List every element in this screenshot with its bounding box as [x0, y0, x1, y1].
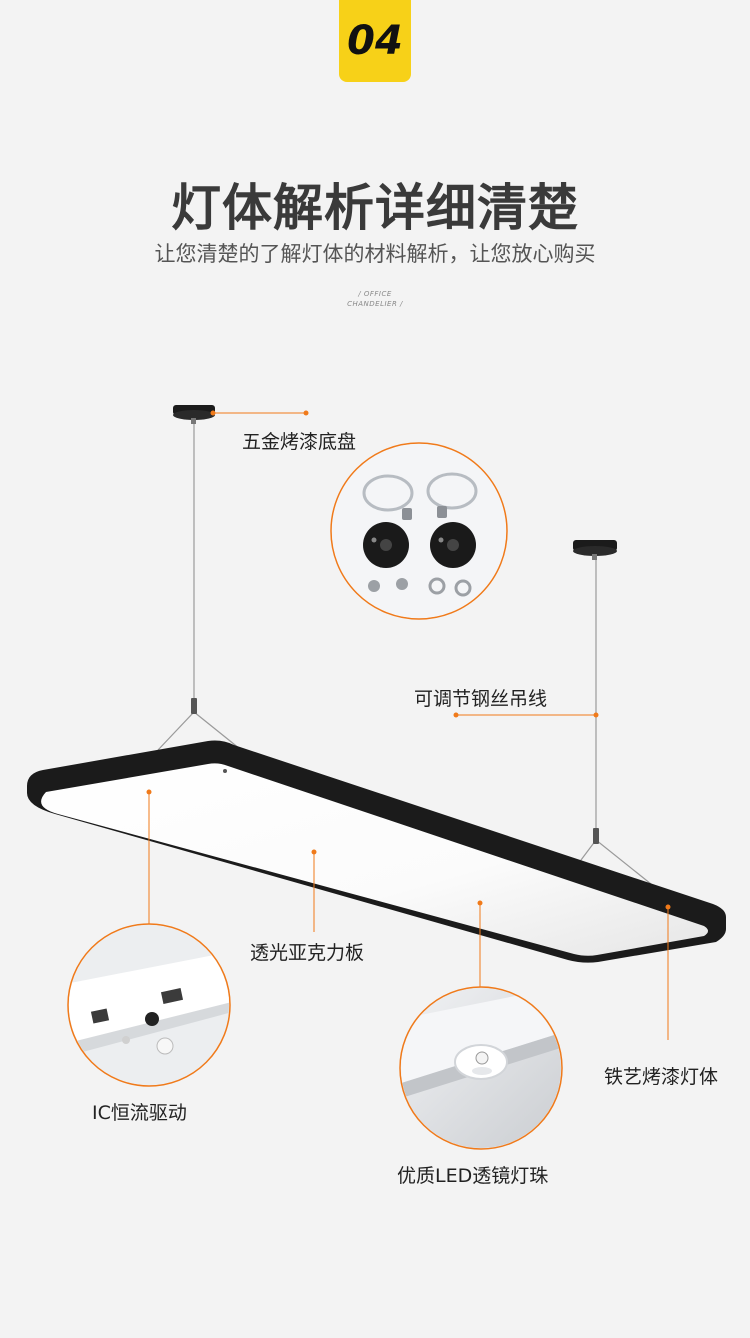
- page-subtitle: 让您清楚的了解灯体的材料解析，让您放心购买: [154, 242, 596, 266]
- wire-clamp-right: [593, 828, 599, 844]
- lamp-body: [27, 740, 726, 963]
- callout-label-panel: 透光亚克力板: [250, 942, 365, 964]
- callout-label-led: 优质LED透镜灯珠: [397, 1165, 549, 1187]
- section-number: 04: [347, 18, 403, 64]
- page-title: 灯体解析详细清楚: [171, 179, 579, 237]
- callout-label-driver: IC恒流驱动: [92, 1102, 187, 1124]
- tag-line-office: / OFFICE: [358, 290, 392, 298]
- ceiling-canopy-left: [173, 405, 215, 424]
- tag-line-chandelier: CHANDELIER /: [347, 300, 403, 308]
- driver-closeup: [67, 923, 231, 1087]
- callout-leaders: [146, 410, 671, 1040]
- led-bead-closeup: [399, 986, 563, 1150]
- callout-label-wire: 可调节钢丝吊线: [414, 688, 548, 710]
- ceiling-canopy-right: [573, 540, 617, 560]
- callout-label-base: 五金烤漆底盘: [242, 431, 357, 453]
- wire-clamp-left: [191, 698, 197, 714]
- callout-label-frame: 铁艺烤漆灯体: [604, 1066, 719, 1088]
- section-number-badge: 04: [339, 0, 411, 82]
- accessory-pack-closeup: [330, 442, 508, 620]
